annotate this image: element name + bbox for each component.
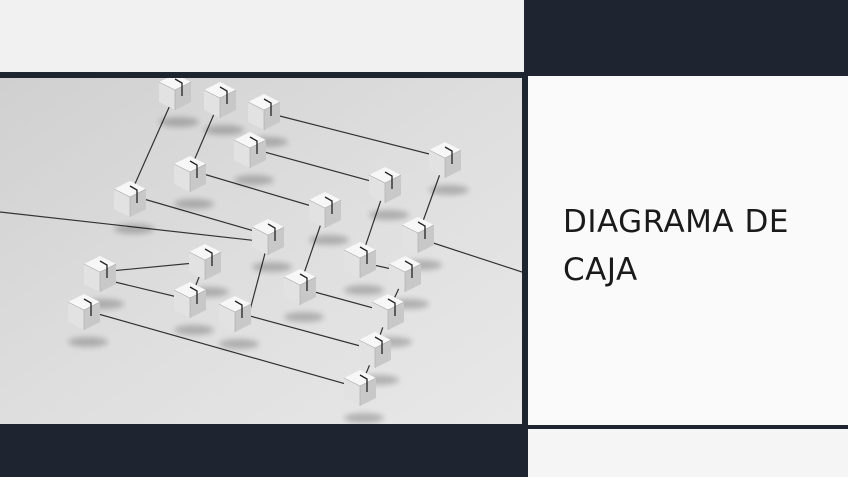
bottom-divider-line xyxy=(528,425,848,429)
slide-title: DIAGRAMA DE CAJA xyxy=(563,204,789,288)
cube-network-illustration xyxy=(0,78,522,424)
bottom-left-dark-band xyxy=(0,424,528,477)
cube-network-picture xyxy=(0,78,522,424)
title-panel xyxy=(528,76,848,425)
top-right-dark-block xyxy=(524,0,848,76)
top-left-band xyxy=(0,0,524,72)
bottom-right-band xyxy=(528,429,848,477)
